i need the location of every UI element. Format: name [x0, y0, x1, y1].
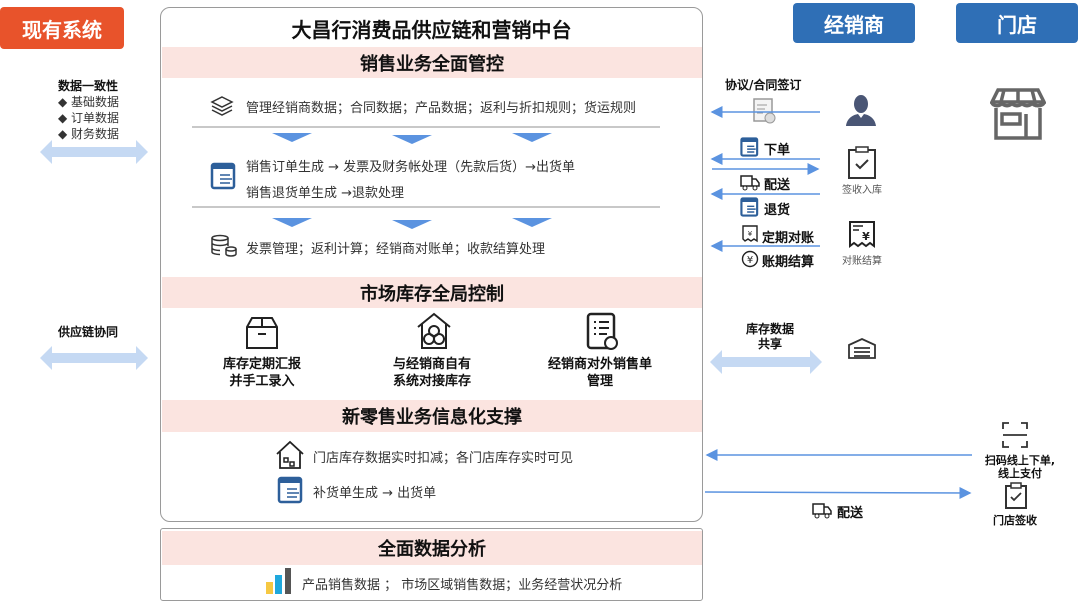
clipboard-check-icon — [1005, 482, 1027, 509]
flow-lines — [704, 106, 972, 499]
settlement-label: 对账结算 — [842, 256, 882, 267]
down-arrow — [272, 133, 312, 142]
page-title: 大昌行消费品供应链和营销中台 — [291, 18, 572, 42]
contract-doc-icon — [753, 98, 776, 124]
down-arrow — [392, 135, 432, 144]
store-receive-label: 门店签收 — [993, 514, 1037, 527]
store-delivery-label: 配送 — [837, 506, 864, 521]
down-arrow — [512, 133, 552, 142]
order-list-icon — [210, 162, 236, 190]
bar-chart-icon — [266, 568, 291, 594]
stock-share-line: 库存数据 — [745, 322, 794, 336]
svg-text:¥: ¥ — [747, 255, 753, 266]
settle-label: 账期结算 — [762, 255, 815, 270]
stock-share-arrow — [710, 350, 822, 374]
sales-list-search-icon — [586, 312, 618, 350]
delivery-label: 配送 — [764, 178, 791, 193]
consistency-title: 数据一致性 — [58, 79, 119, 93]
truck-icon — [812, 503, 832, 519]
stock-share-line: 共享 — [757, 337, 782, 351]
down-arrow — [392, 220, 432, 229]
analytics-box — [160, 528, 703, 601]
store-delivery-arrow — [704, 486, 972, 499]
inventory-item-line: 库存定期汇报 — [222, 357, 301, 372]
consistency-item: ◆ 订单数据 — [58, 111, 120, 125]
supply-chain-label: 供应链协同 — [58, 325, 119, 339]
receive-label: 签收入库 — [842, 185, 882, 196]
data-consistency-arrow — [40, 140, 148, 164]
truck-icon — [740, 175, 760, 191]
order-list-icon — [277, 476, 303, 504]
store-inventory-realtime: 门店库存数据实时扣减；各门店库存实时可见 — [313, 451, 574, 466]
divider — [192, 126, 660, 128]
supply-chain-arrow — [40, 346, 148, 370]
sales-return-flow: 销售退货单生成 →退款处理 — [246, 186, 405, 201]
warehouse-icon — [848, 338, 876, 359]
stock-share-label: 库存数据共享 — [730, 322, 810, 352]
svg-text:¥: ¥ — [748, 230, 753, 238]
inventory-section-header: 市场库存全局控制 — [162, 277, 702, 308]
reconcile-label: 定期对账 — [762, 231, 815, 246]
inventory-item: 与经销商自有系统对接库存 — [370, 356, 494, 390]
finance-processing: 发票管理；返利计算；经销商对账单；收款结算处理 — [246, 242, 546, 257]
analytics-section-header: 全面数据分析 — [162, 531, 702, 565]
bill-icon: ¥ — [849, 221, 875, 248]
order-icon — [740, 137, 759, 157]
platform-box — [160, 7, 703, 522]
inventory-item-line: 并手工录入 — [229, 374, 295, 389]
consistency-item: ◆ 财务数据 — [58, 127, 120, 141]
layers-icon — [210, 96, 234, 116]
sales-order-flow: 销售订单生成 → 发票及财务帐处理（先款后货）→出货单 — [246, 160, 576, 175]
analytics-description: 产品销售数据 ； 市场区域销售数据；业务经营状况分析 — [302, 578, 623, 593]
dealer-person-icon — [846, 95, 876, 126]
retail-section-header: 新零售业务信息化支撑 — [162, 400, 702, 432]
inventory-item: 经销商对外销售单管理 — [530, 356, 670, 390]
warehouse-sync-icon — [417, 312, 451, 349]
return-icon — [740, 197, 759, 217]
scan-order-line: 线上支付 — [998, 467, 1042, 480]
dealer-badge: 经销商 — [793, 3, 915, 43]
database-icon — [211, 234, 237, 257]
receipt-icon: ¥ — [742, 225, 758, 243]
return-label: 退货 — [764, 203, 791, 218]
existing-system-badge: 现有系统 — [0, 7, 124, 49]
box-icon — [246, 317, 278, 349]
inventory-item-line: 管理 — [586, 374, 613, 389]
scan-order-line: 扫码线上下单, — [984, 454, 1056, 467]
inventory-item: 库存定期汇报并手工录入 — [200, 356, 324, 390]
inventory-item-line: 系统对接库存 — [392, 374, 471, 389]
sales-section-header: 销售业务全面管控 — [162, 47, 702, 78]
clipboard-check-icon — [848, 146, 876, 179]
double-arrows — [40, 140, 822, 374]
yen-coin-icon: ¥ — [741, 250, 759, 268]
order-label: 下单 — [764, 143, 791, 158]
down-arrow — [272, 218, 312, 227]
scan-icon — [1002, 422, 1028, 448]
store-badge: 门店 — [956, 3, 1078, 43]
contract-label: 协议/合同签订 — [725, 78, 802, 92]
store-house-icon — [276, 440, 304, 469]
svg-text:¥: ¥ — [862, 230, 870, 243]
consistency-item: ◆ 基础数据 — [58, 95, 120, 109]
down-arrow — [512, 218, 552, 227]
divider — [192, 206, 660, 208]
inventory-item-line: 与经销商自有 — [392, 357, 471, 372]
inventory-item-line: 经销商对外销售单 — [547, 357, 652, 372]
replenishment-flow: 补货单生成 → 出货单 — [313, 486, 437, 501]
flow-down-arrows — [272, 133, 552, 229]
scan-order-label: 扫码线上下单,线上支付 — [975, 454, 1065, 480]
store-icon — [990, 88, 1046, 140]
sales-master-data: 管理经销商数据；合同数据；产品数据；返利与折扣规则；货运规则 — [246, 101, 637, 116]
